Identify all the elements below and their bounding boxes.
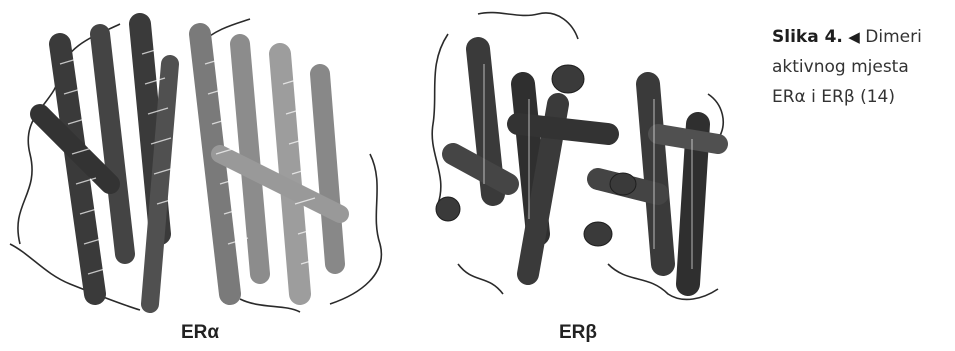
figure-caption: Slika 4. ◀ Dimeri aktivnog mjesta ERα i … — [772, 22, 950, 112]
figure-number: Slika 4. — [772, 27, 843, 47]
left-arrow-icon: ◀ — [848, 28, 860, 46]
er-alpha-label: ERα — [180, 322, 220, 343]
caption-line-2: aktivnog mjesta — [772, 57, 909, 77]
caption-text-1: Dimeri — [865, 27, 922, 47]
caption-line-3: ERα i ERβ (14) — [772, 87, 895, 107]
er-beta-label: ERβ — [559, 322, 597, 343]
er-alpha-structure-image — [0, 4, 390, 316]
caption-line-1: Slika 4. ◀ Dimeri — [772, 22, 950, 52]
er-beta-structure-image — [418, 4, 738, 316]
